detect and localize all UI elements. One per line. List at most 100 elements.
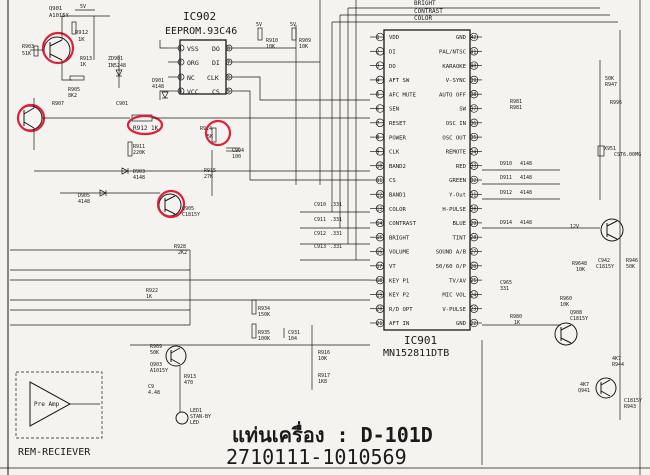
ic902-pin-org: ORG [187, 59, 199, 67]
ic901-pin-label-19: KEY P2 [389, 293, 409, 299]
ic901-pin-num-5: 5 [377, 92, 380, 98]
ic901-pin-num-7: 7 [377, 121, 380, 127]
c911-label: C911 [314, 217, 326, 223]
footer-model-line: แท่นเครื่อง : D-101D [232, 420, 433, 447]
ic901-pin-label-27: SOUND A/B [436, 250, 467, 256]
ic901-pin-num-6: 6 [377, 107, 380, 113]
x951-label: X951 [604, 146, 616, 152]
ic901-pin-num-35: 35 [471, 135, 477, 141]
ic901-pin-label-40: KARAOKE [442, 64, 466, 70]
q941-transistor-symbol [595, 377, 617, 399]
ic901-pin-num-26: 26 [471, 264, 477, 270]
led1-standby: STAN-BY [190, 414, 211, 420]
r922-label: R922 [146, 288, 158, 294]
r914-red-marker [204, 119, 232, 147]
r912-label-top: R912 [75, 30, 88, 36]
r934-label: R934 [258, 306, 270, 312]
ic901-pin-label-1: VDD [389, 35, 400, 41]
caps-c910-c913: C910 .331 C911 .331 C912 .331 C913 .331 [300, 202, 370, 261]
q901-part: A1015Y [49, 13, 70, 19]
r912-red-marker [126, 114, 164, 136]
ic901-pin-num-9: 9 [377, 149, 380, 155]
ic901-pin-label-25: TV/AV [449, 278, 466, 284]
ic901-pin-num-32: 32 [471, 178, 477, 184]
q941-part: Q941 [578, 388, 590, 394]
ic901-pin-label-28: TINT [453, 235, 467, 241]
r909b-value: 50K [150, 350, 159, 356]
ic901-pin-label-22: GND [456, 321, 467, 327]
r907-label: R907 [52, 101, 64, 107]
c910-value: .331 [330, 202, 342, 208]
preamp-symbol [29, 381, 72, 427]
ic901-pin-label-3: DO [389, 64, 396, 70]
ic901-pin-label-9: CLK [389, 150, 400, 156]
ic901-pin-label-30: H-PULSE [442, 207, 466, 213]
ic901-pin-num-25: 25 [471, 278, 477, 284]
x951-value: CST6.00MG [614, 152, 641, 158]
r943-value: R943 [624, 404, 636, 410]
ic901-pin-label-42: GND [456, 35, 467, 41]
ic902-pin-1: 1 [179, 46, 182, 52]
ic902-right-pins: 8 7 6 5 DO DI CLK CS [207, 44, 240, 96]
ic901-pin-label-24: MIC VOL [442, 293, 466, 299]
ic901-pin-num-3: 3 [377, 64, 380, 70]
r914-resistor [211, 127, 217, 143]
ic902-pin-6: 6 [227, 75, 230, 81]
top-label-color: COLOR [414, 15, 432, 22]
ic902-pin-3: 3 [179, 75, 182, 81]
r909b-label: R909 [150, 344, 162, 350]
ic901-pin-num-30: 30 [471, 207, 477, 213]
ic902-pin-nc: NC [187, 74, 195, 82]
rail-5v-b: 5V [290, 22, 296, 28]
c965-label: C965 [500, 280, 512, 286]
top-label-bright: BRIGHT [414, 0, 436, 7]
footer-code-line: 2710111-1010569 [226, 445, 407, 469]
ic901-pin-label-8: POWER [389, 135, 406, 141]
q903-transistor-symbol [165, 345, 187, 367]
r917-label: R917 [318, 373, 330, 379]
ic901-pin-num-22: 22 [471, 321, 477, 327]
ic901-pin-label-34: REMOTE [446, 150, 467, 156]
ic901-pin-label-5: AFC MUTE [389, 92, 417, 98]
led1-symbol [175, 411, 189, 425]
ic901-pin-label-20: R/D OPT [389, 307, 413, 313]
c931-value: 104 [288, 336, 297, 342]
ic902-name: IC902 [183, 10, 216, 23]
r947-label: 50K [605, 76, 614, 82]
d912-label: D912 [500, 190, 512, 196]
ic902-pin-8: 8 [227, 46, 230, 52]
r980-value: 1K [514, 320, 520, 326]
r981-label: R981 [510, 99, 522, 105]
c913-value: .331 [330, 244, 342, 250]
d910-label: D910 [500, 161, 512, 167]
ic901-pin-num-38: 38 [471, 92, 477, 98]
ic902-part: EEPROM.93C46 [165, 26, 237, 37]
r928-label: R928 [174, 244, 186, 250]
r910-label: R910 [266, 38, 278, 44]
ic901-pin-label-14: CONTRAST [389, 221, 417, 227]
q941-label: 4K7 [580, 382, 589, 388]
zd901-value: IN5248 [108, 63, 126, 69]
remote-receiver-label: REM-RECIEVER [18, 447, 91, 458]
r915-value: 27K [204, 174, 213, 180]
ic901-pin-num-39: 39 [471, 78, 477, 84]
d912-value: 4148 [520, 190, 532, 196]
r943-label: C1815Y [624, 398, 642, 404]
c913-label: C913 [314, 244, 326, 250]
ic901-pin-label-7: RESET [389, 121, 406, 127]
d911-label: D911 [500, 175, 512, 181]
r944-value: R944 [612, 362, 624, 368]
ic902-pin-7: 7 [227, 60, 230, 66]
ic901-pin-num-16: 16 [377, 250, 383, 256]
ic901-pin-num-37: 37 [471, 107, 477, 113]
r960-value: 10K [560, 302, 569, 308]
d903-label: D903 [133, 169, 145, 175]
ic901-pin-label-36: OSC IN [446, 121, 466, 127]
d914-value: 4148 [520, 220, 532, 226]
ic901-pin-label-17: VT [389, 264, 396, 270]
q901-red-marker [41, 31, 75, 65]
d914-label: D914 [500, 220, 512, 226]
ic901-pin-label-18: KEY P1 [389, 278, 409, 284]
ic901-pin-label-26: 50/60 O/P [436, 264, 467, 270]
ic901-pin-label-38: AUTO OFF [439, 92, 467, 98]
